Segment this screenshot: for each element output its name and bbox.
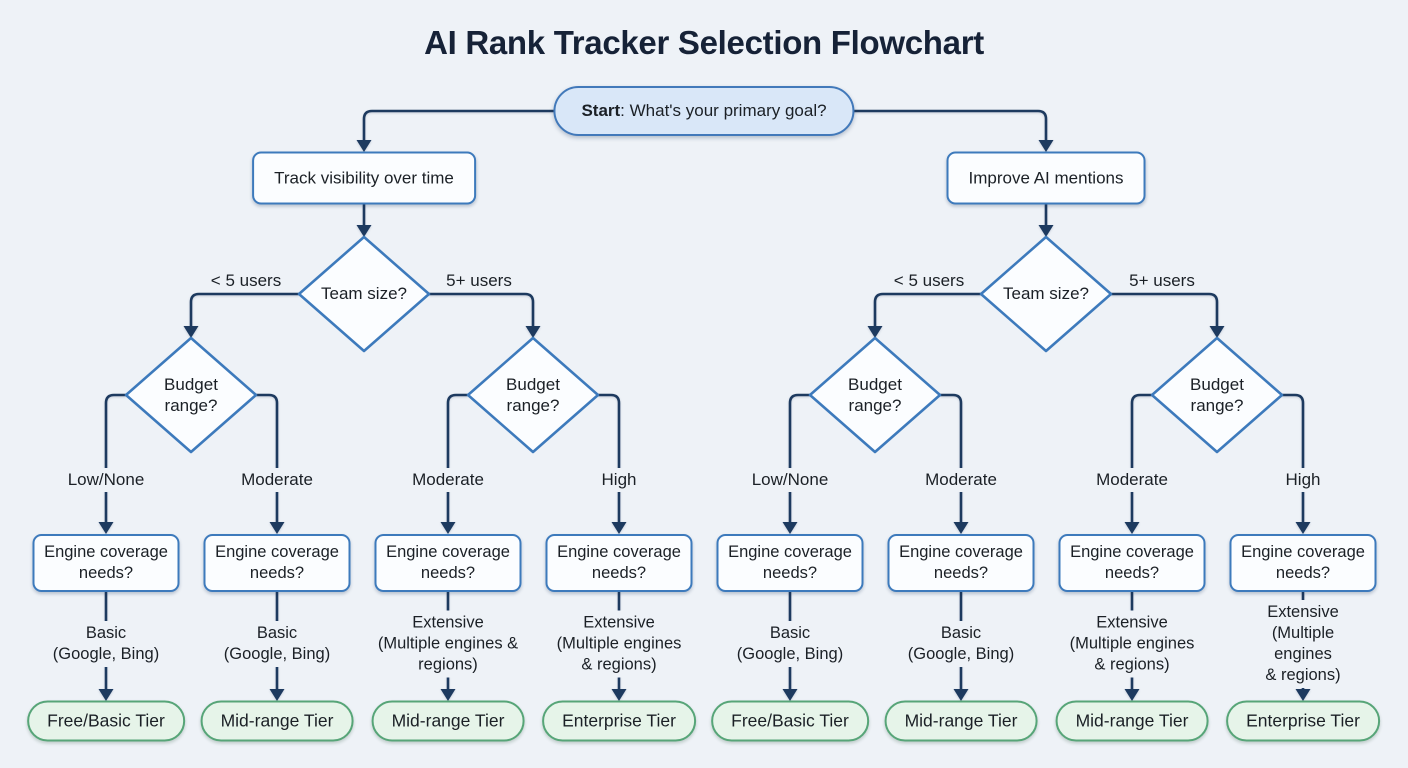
edge-label-team-lt5-left: < 5 users [210, 271, 282, 290]
engine-coverage-box: Engine coverage needs? [545, 534, 693, 592]
budget-range-question: Budget range? [506, 374, 560, 416]
edge-label-coverage: Extensive (Multiple engines & regions) [1250, 600, 1356, 688]
edge-label-budget: High [1277, 468, 1329, 492]
start-label: Start: What's your primary goal? [581, 101, 827, 120]
tier-node: Enterprise Tier [1226, 700, 1380, 742]
engine-question: Engine coverage needs? [44, 543, 168, 582]
edge-label-team-lt5-right: < 5 users [893, 271, 965, 290]
page-title: AI Rank Tracker Selection Flowchart [424, 24, 984, 61]
budget-range-decision-2: Budget range? [466, 336, 600, 454]
tier-node: Enterprise Tier [542, 700, 696, 742]
tier-node: Mid-range Tier [884, 700, 1038, 742]
engine-coverage-box: Engine coverage needs? [1058, 534, 1206, 592]
budget-range-question: Budget range? [164, 374, 218, 416]
edge-label-coverage: Basic (Google, Bing) [902, 621, 1020, 667]
engine-coverage-box: Engine coverage needs? [887, 534, 1035, 592]
engine-question: Engine coverage needs? [899, 543, 1023, 582]
diamond-shape [808, 336, 942, 454]
budget-range-decision-4: Budget range? [1150, 336, 1284, 454]
engine-question: Engine coverage needs? [557, 543, 681, 582]
goal-label: Track visibility over time [274, 168, 454, 187]
edge-label-team-5plus-right: 5+ users [1129, 271, 1195, 290]
team-size-decision-right: Team size? [979, 235, 1113, 353]
engine-question: Engine coverage needs? [1241, 543, 1365, 582]
budget-range-question: Budget range? [1190, 374, 1244, 416]
budget-range-question: Budget range? [848, 374, 902, 416]
edge-label-coverage: Extensive (Multiple engines & regions) [1064, 610, 1200, 678]
engine-coverage-box: Engine coverage needs? [716, 534, 864, 592]
engine-question: Engine coverage needs? [386, 543, 510, 582]
engine-coverage-box: Engine coverage needs? [32, 534, 180, 592]
diamond-shape [466, 336, 600, 454]
budget-range-decision-1: Budget range? [124, 336, 258, 454]
team-size-question: Team size? [321, 284, 407, 304]
start-node: Start: What's your primary goal? [553, 86, 855, 136]
edge-label-coverage: Basic (Google, Bing) [47, 621, 165, 667]
engine-question: Engine coverage needs? [215, 543, 339, 582]
edge-label-budget: Moderate [404, 468, 492, 492]
engine-question: Engine coverage needs? [1070, 543, 1194, 582]
edge-label-budget: Low/None [59, 468, 153, 492]
diamond-shape [297, 235, 431, 353]
edge-label-budget: High [593, 468, 645, 492]
diamond-shape [979, 235, 1113, 353]
edge-label-coverage: Extensive (Multiple engines & regions) [551, 610, 687, 678]
edge-label-budget: Low/None [743, 468, 837, 492]
team-size-decision-left: Team size? [297, 235, 431, 353]
tier-node: Free/Basic Tier [711, 700, 869, 742]
edge-label-budget: Moderate [1088, 468, 1176, 492]
diamond-shape [1150, 336, 1284, 454]
goal-node-track-visibility: Track visibility over time [252, 151, 476, 205]
tier-node: Mid-range Tier [371, 700, 525, 742]
edge-label-coverage: Basic (Google, Bing) [218, 621, 336, 667]
tier-node: Mid-range Tier [200, 700, 354, 742]
diamond-shape [124, 336, 258, 454]
engine-coverage-box: Engine coverage needs? [203, 534, 351, 592]
edge-label-budget: Moderate [233, 468, 321, 492]
edge-label-coverage: Basic (Google, Bing) [731, 621, 849, 667]
goal-node-improve-mentions: Improve AI mentions [946, 151, 1146, 205]
budget-range-decision-3: Budget range? [808, 336, 942, 454]
engine-coverage-box: Engine coverage needs? [374, 534, 522, 592]
tier-node: Mid-range Tier [1055, 700, 1209, 742]
engine-coverage-box: Engine coverage needs? [1229, 534, 1377, 592]
edge-label-budget: Moderate [917, 468, 1005, 492]
edge-label-coverage: Extensive (Multiple engines & regions) [372, 610, 524, 678]
engine-question: Engine coverage needs? [728, 543, 852, 582]
goal-label: Improve AI mentions [968, 168, 1124, 187]
tier-node: Free/Basic Tier [27, 700, 185, 742]
edge-label-team-5plus-left: 5+ users [446, 271, 512, 290]
team-size-question: Team size? [1003, 284, 1089, 304]
